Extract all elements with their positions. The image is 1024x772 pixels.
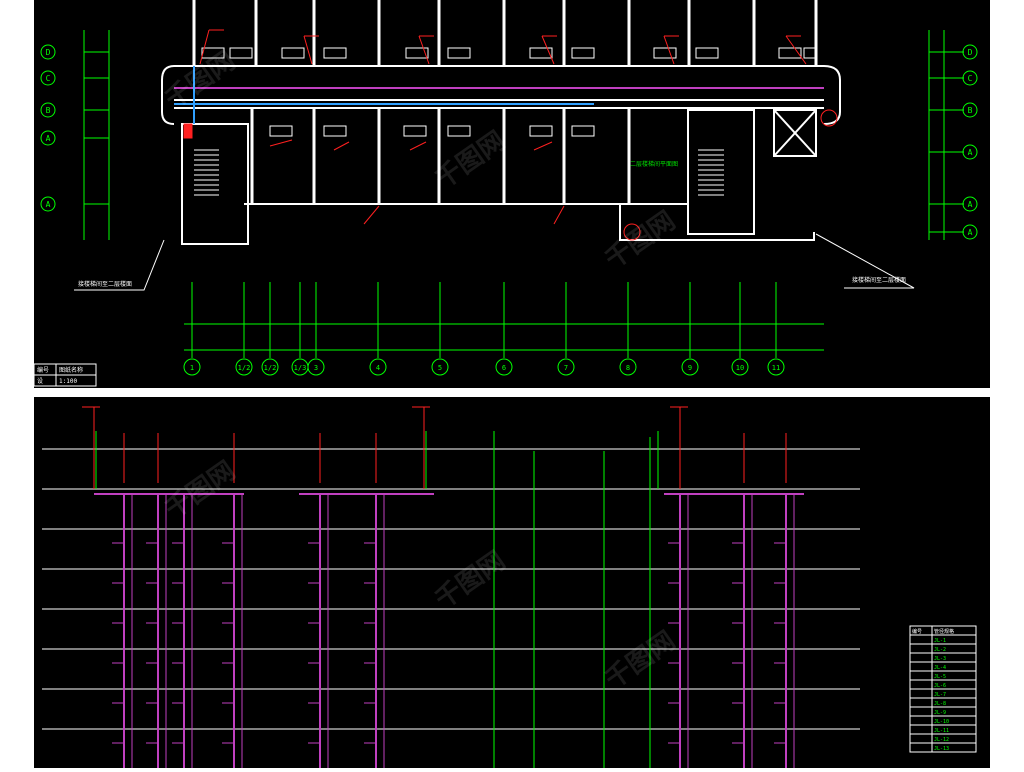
- svg-text:A: A: [968, 200, 973, 209]
- svg-text:B: B: [46, 106, 51, 115]
- note-center: 二层楼梯间平面图: [630, 160, 678, 168]
- legend-row: JL-6: [934, 683, 946, 689]
- axis-number-label: 3: [314, 364, 318, 372]
- floor-level-lines: [42, 448, 860, 730]
- water-pipes: [174, 66, 824, 124]
- axis-number-circle: [431, 358, 449, 376]
- svg-text:设: 设: [37, 377, 43, 385]
- legend-row: JL-2: [934, 647, 946, 653]
- axis-number-label: 1/3: [294, 364, 307, 372]
- legend-row: JL-4: [934, 665, 946, 671]
- building-walls: [161, 65, 841, 245]
- svg-text:A: A: [46, 200, 51, 209]
- axis-letters-right-labels: D C B A A A: [968, 48, 973, 237]
- axis-number-circle: [261, 358, 279, 376]
- stair-left: [194, 149, 219, 196]
- floor-plan-panel: 接楼梯间至二层楼面 接楼梯间至二层楼面 二层楼梯间平面图 1 1/2 1/2 1/3 3…: [33, 0, 990, 388]
- axis-letters-left-labels: D C B A A: [46, 48, 51, 209]
- legend-row: JL-9: [934, 710, 946, 716]
- axis-number-circle: [619, 358, 637, 376]
- svg-text:图纸名称: 图纸名称: [59, 366, 83, 374]
- svg-text:A: A: [968, 228, 973, 237]
- legend-row: JL-7: [934, 692, 946, 698]
- svg-text:B: B: [968, 106, 973, 115]
- svg-text:D: D: [968, 48, 973, 57]
- legend-row: JL-12: [934, 737, 949, 743]
- sanitary-fixtures: [201, 47, 817, 137]
- axis-number-circle: [183, 358, 201, 376]
- legend-row: JL-11: [934, 728, 949, 734]
- svg-text:C: C: [46, 74, 51, 83]
- axis-number-label: 10: [736, 364, 744, 372]
- axis-number-label: 11: [772, 364, 780, 372]
- axis-number-label: 1/2: [238, 364, 251, 372]
- axis-number-label: 1/2: [264, 364, 277, 372]
- svg-text:编号: 编号: [37, 366, 49, 374]
- axis-number-label: 1: [190, 364, 194, 372]
- riser-diagram-drawing: 编号 管径规格 JL-1JL-2JL-3JL-4JL-5JL-6JL-7JL-8JL…: [42, 406, 977, 768]
- legend-row: JL-8: [934, 701, 946, 707]
- svg-text:C: C: [968, 74, 973, 83]
- axis-number-label: 5: [438, 364, 442, 372]
- legend-row: JL-1: [934, 638, 946, 644]
- svg-text:1:100: 1:100: [59, 378, 77, 385]
- axis-number-circle: [235, 358, 253, 376]
- riser-annotations: [82, 406, 787, 489]
- legend-header: 管径规格: [934, 628, 954, 635]
- axis-number-circle: [495, 358, 513, 376]
- axis-number-circle: [307, 358, 325, 376]
- note-left: 接楼梯间至二层楼面: [78, 280, 132, 288]
- axis-number-circle: [767, 358, 785, 376]
- axis-letters-left: [40, 44, 56, 212]
- legend-header: 编号: [912, 628, 922, 635]
- room-partitions: [192, 0, 818, 204]
- svg-text:D: D: [46, 48, 51, 57]
- axis-number-circle: [369, 358, 387, 376]
- pipe-annotations: [183, 29, 838, 241]
- legend-row: JL-3: [934, 656, 946, 662]
- axis-number-circle: [557, 358, 575, 376]
- title-block: [33, 363, 97, 387]
- axis-number-label: 7: [564, 364, 568, 372]
- axis-number-label: 8: [626, 364, 630, 372]
- stair-right: [698, 149, 724, 196]
- floor-plan-drawing: 接楼梯间至二层楼面 接楼梯间至二层楼面 二层楼梯间平面图 1 1/2 1/2 1/3 3…: [33, 0, 978, 387]
- legend-row: JL-5: [934, 674, 946, 680]
- note-right: 接楼梯间至二层楼面: [852, 276, 906, 284]
- axis-number-label: 4: [376, 364, 380, 372]
- legend-row: JL-13: [934, 746, 949, 752]
- axis-number-label: 6: [502, 364, 506, 372]
- legend-table: 编号 管径规格 JL-1JL-2JL-3JL-4JL-5JL-6JL-7JL-8JL…: [909, 625, 977, 753]
- axis-number-circle: [731, 358, 749, 376]
- plan-notes: 接楼梯间至二层楼面 接楼梯间至二层楼面 二层楼梯间平面图: [78, 160, 906, 288]
- svg-text:A: A: [46, 134, 51, 143]
- vent-pipes: [95, 431, 659, 768]
- pipe-risers: [112, 494, 795, 768]
- title-block-text: 编号 图纸名称 设 1:100: [37, 366, 83, 385]
- legend-row: JL-10: [934, 719, 949, 725]
- axis-column-lines: 1 1/2 1/2 1/3 3 4 5 6 7 8 9 10 11: [183, 282, 785, 376]
- svg-text:A: A: [968, 148, 973, 157]
- axis-number-label: 9: [688, 364, 692, 372]
- axis-number-circle: [681, 358, 699, 376]
- axis-letters-right: [962, 44, 978, 240]
